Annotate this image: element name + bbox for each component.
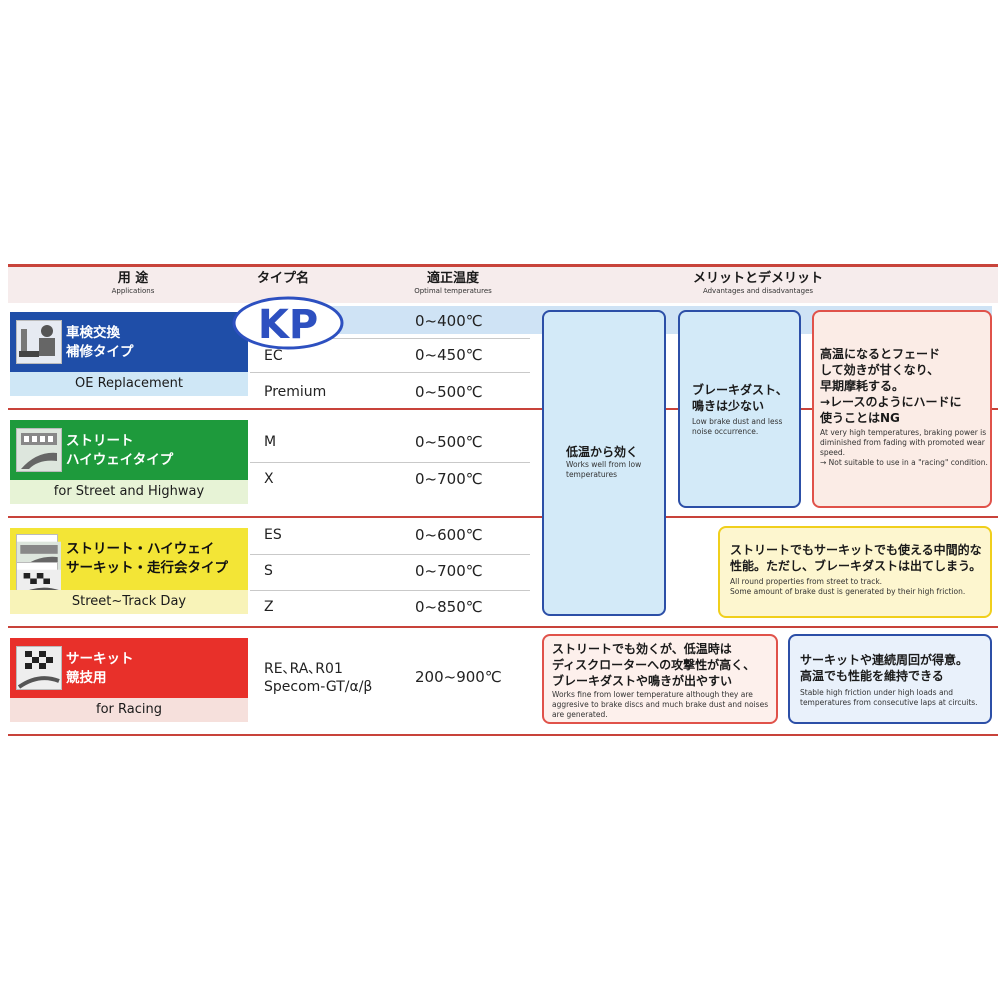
row-rule xyxy=(250,462,530,463)
type-name: S xyxy=(264,563,273,579)
temperature-value: 0~850℃ xyxy=(415,598,483,616)
checkered-flag-icon xyxy=(16,646,62,690)
category-subtitle: Street~Track Day xyxy=(10,590,248,614)
table-header: 用 途 Applications タイプ名 適正温度 Optimal tempe… xyxy=(8,267,998,303)
kp-logo: KP xyxy=(232,296,344,350)
temperature-value: 0~600℃ xyxy=(415,526,483,544)
header-merits: メリットとデメリット Advantages and disadvantages xyxy=(692,271,823,295)
section-rule xyxy=(8,516,998,518)
section-rule xyxy=(8,734,998,736)
category-oe-replacement: 車検交換補修タイプ OE Replacement xyxy=(10,312,248,396)
temperature-value: 0~450℃ xyxy=(415,346,483,364)
svg-text:KP: KP xyxy=(258,302,318,348)
row-rule xyxy=(250,590,530,591)
category-street-highway: ストリートハイウェイタイプ for Street and Highway xyxy=(10,420,248,504)
header-top-rule xyxy=(8,264,998,267)
box-fade-warning: 高温になるとフェード して効きが甘くなり、 早期摩耗する。 →レースのようにハー… xyxy=(812,310,992,508)
row-rule xyxy=(250,372,530,373)
category-subtitle: OE Replacement xyxy=(10,372,248,396)
section-rule xyxy=(8,408,998,410)
type-name: X xyxy=(264,471,274,487)
header-type: タイプ名 xyxy=(256,271,309,286)
temperature-value: 0~500℃ xyxy=(415,433,483,451)
category-racing: サーキット競技用 for Racing xyxy=(10,638,248,722)
row-rule xyxy=(250,338,530,339)
header-temperature: 適正温度 Optimal temperatures xyxy=(414,271,492,295)
box-all-round: ストリートでもサーキットでも使える中間的な 性能。ただし、ブレーキダストは出てし… xyxy=(718,526,992,618)
category-subtitle: for Street and Highway xyxy=(10,480,248,504)
section-rule xyxy=(8,626,998,628)
type-name: ES xyxy=(264,527,282,543)
checkered-flag-icon xyxy=(16,562,61,599)
temperature-value: 0~500℃ xyxy=(415,383,483,401)
header-applications: 用 途 Applications xyxy=(111,271,155,295)
temperature-value: 0~400℃ xyxy=(415,312,483,330)
category-street-track: ストリート・ハイウェイサーキット・走行会タイプ Street~Track Day xyxy=(10,528,248,614)
type-name: EC xyxy=(264,348,283,364)
category-subtitle: for Racing xyxy=(10,698,248,722)
type-name: M xyxy=(264,434,277,450)
temperature-value: 0~700℃ xyxy=(415,470,483,488)
row-rule xyxy=(250,554,530,555)
box-racing-pro: サーキットや連続周回が得意。 高温でも性能を維持できる Stable high … xyxy=(788,634,992,724)
temperature-value: 0~700℃ xyxy=(415,562,483,580)
box-low-dust: ブレーキダスト、 鳴きは少ない Low brake dust and less … xyxy=(678,310,801,508)
temperature-value: 200~900℃ xyxy=(415,668,502,686)
box-racing-con: ストリートでも効くが、低温時は ディスクローターへの攻撃性が高く、 ブレーキダス… xyxy=(542,634,778,724)
box-low-temperature: 低温から効く Works well from low temperatures xyxy=(542,310,666,616)
type-name: Z xyxy=(264,599,274,615)
highway-icon xyxy=(16,428,62,472)
type-name: Premium xyxy=(264,384,327,400)
mechanic-icon xyxy=(16,320,62,364)
highway-icon xyxy=(16,534,61,571)
